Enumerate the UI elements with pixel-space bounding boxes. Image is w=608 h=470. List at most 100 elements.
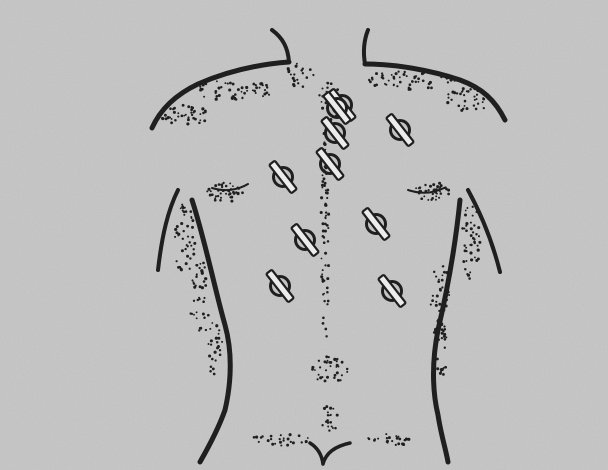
stipple-dot	[274, 443, 276, 445]
stipple-dot	[228, 88, 231, 91]
stipple-dot	[475, 108, 478, 111]
stipple-dot	[446, 77, 448, 79]
stipple-dot	[164, 114, 167, 117]
stipple-dot	[415, 81, 417, 83]
stipple-dot	[173, 107, 176, 110]
stipple-dot	[220, 192, 222, 194]
stipple-dot	[325, 191, 328, 194]
stipple-dot	[465, 229, 468, 232]
stipple-dot	[443, 309, 446, 312]
stipple-dot	[456, 92, 458, 94]
stipple-dot	[292, 83, 295, 86]
stipple-dot	[326, 303, 328, 305]
stipple-dot	[217, 345, 220, 348]
stipple-dot	[230, 196, 233, 199]
stipple-dot	[187, 105, 190, 108]
stipple-dot	[440, 368, 443, 371]
stipple-dot	[472, 231, 474, 233]
stipple-dot	[461, 91, 463, 93]
stipple-dot	[422, 71, 425, 74]
stipple-dot	[323, 141, 325, 143]
stipple-dot	[210, 366, 213, 369]
stipple-dot	[444, 186, 447, 189]
stipple-dot	[290, 441, 292, 443]
stipple-dot	[191, 226, 194, 229]
stipple-dot	[333, 358, 336, 361]
stipple-dot	[417, 77, 420, 80]
stipple-dot	[438, 303, 441, 306]
stipple-dot	[431, 299, 434, 302]
stipple-dot	[422, 79, 425, 82]
stipple-dot	[330, 365, 332, 367]
stipple-dot	[198, 297, 200, 299]
stipple-dot	[408, 87, 411, 90]
stipple-dot	[210, 343, 212, 345]
stipple-dot	[399, 76, 401, 78]
stipple-dot	[433, 331, 436, 334]
stipple-dot	[232, 95, 235, 98]
stipple-dot	[441, 315, 443, 317]
stipple-dot	[191, 217, 193, 219]
stipple-dot	[193, 111, 195, 113]
stipple-dot	[211, 358, 214, 361]
stipple-dot	[255, 92, 257, 94]
stipple-dot	[327, 414, 329, 416]
stipple-dot	[262, 95, 264, 97]
stipple-dot	[397, 70, 399, 72]
stipple-dot	[436, 341, 438, 343]
stipple-dot	[253, 90, 256, 93]
stipple-dot	[317, 378, 319, 380]
stipple-dot	[445, 336, 447, 338]
stipple-dot	[191, 219, 194, 222]
stipple-dot	[183, 214, 185, 216]
stipple-dot	[258, 441, 260, 443]
stipple-dot	[433, 271, 435, 273]
stipple-dot	[401, 442, 404, 445]
stipple-dot	[192, 281, 194, 283]
stipple-dot	[293, 73, 295, 75]
stipple-dot	[323, 236, 325, 238]
stipple-dot	[437, 320, 440, 323]
stipple-dot	[296, 63, 298, 65]
stipple-dot	[271, 443, 274, 446]
stipple-dot	[427, 189, 429, 191]
stipple-dot	[324, 379, 327, 382]
stipple-dot	[211, 193, 214, 196]
stipple-dot	[462, 87, 465, 90]
stipple-dot	[439, 289, 442, 292]
stipple-dot	[185, 210, 188, 213]
stipple-dot	[434, 73, 436, 75]
stipple-dot	[423, 195, 425, 197]
stipple-dot	[397, 442, 400, 445]
stipple-dot	[444, 74, 446, 76]
stipple-dot	[465, 260, 467, 262]
stipple-dot	[171, 118, 173, 120]
stipple-dot	[209, 328, 211, 330]
stipple-dot	[438, 197, 440, 199]
stipple-dot	[464, 249, 467, 252]
stipple-dot	[196, 273, 198, 275]
stipple-dot	[395, 72, 398, 75]
stipple-dot	[435, 188, 437, 190]
stipple-dot	[385, 433, 387, 435]
stipple-dot	[472, 206, 474, 208]
stipple-dot	[224, 82, 226, 84]
stipple-dot	[326, 197, 328, 199]
stipple-dot	[214, 199, 217, 202]
stipple-dot	[446, 299, 448, 301]
stipple-dot	[346, 371, 348, 373]
stipple-dot	[214, 184, 217, 187]
stipple-dot	[321, 187, 323, 189]
stipple-dot	[325, 215, 327, 217]
stipple-dot	[191, 106, 194, 109]
stipple-dot	[395, 444, 397, 446]
stipple-dot	[193, 248, 195, 250]
stipple-dot	[245, 86, 248, 89]
stipple-dot	[426, 70, 429, 73]
stipple-dot	[442, 265, 444, 267]
stipple-dot	[474, 242, 476, 244]
stipple-dot	[427, 199, 429, 201]
stipple-dot	[346, 368, 348, 370]
stipple-dot	[435, 304, 438, 307]
stipple-dot	[263, 93, 266, 96]
